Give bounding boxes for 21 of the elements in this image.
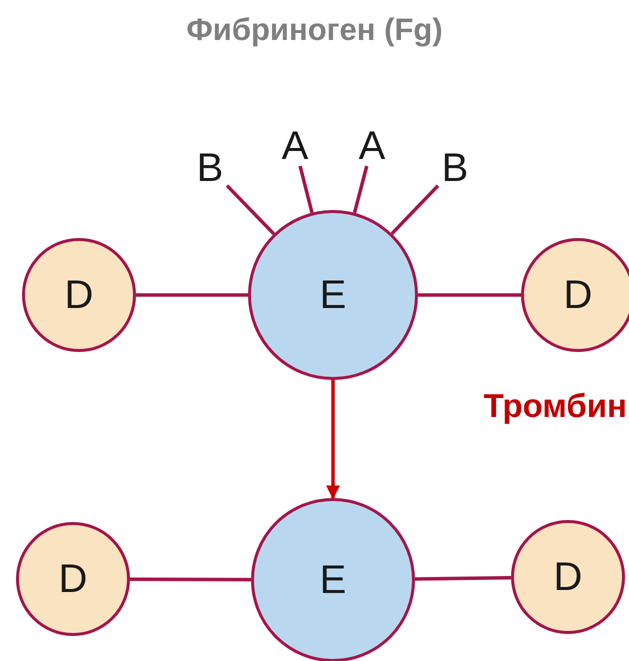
node-label: D (64, 275, 94, 315)
connector-line (352, 166, 368, 214)
node-label: A (282, 126, 308, 166)
connector-line (136, 293, 248, 297)
title: Фибриноген (Fg) (185, 12, 444, 48)
arrow (326, 380, 340, 500)
node-label: B (442, 148, 468, 188)
node-label: D (564, 275, 592, 315)
connector-line (130, 577, 251, 582)
node-label: E (320, 560, 346, 600)
node-label: D (554, 557, 582, 597)
enzyme-label: Тромбин (484, 387, 627, 425)
connector-line (390, 184, 440, 235)
connector-line (418, 293, 521, 297)
node-label: E (320, 275, 346, 315)
node-label: D (58, 559, 88, 599)
connector-line (414, 576, 512, 581)
connector-line (298, 166, 314, 214)
node-label: B (196, 148, 224, 188)
node-label: A (358, 126, 386, 166)
connector-line (226, 184, 276, 236)
